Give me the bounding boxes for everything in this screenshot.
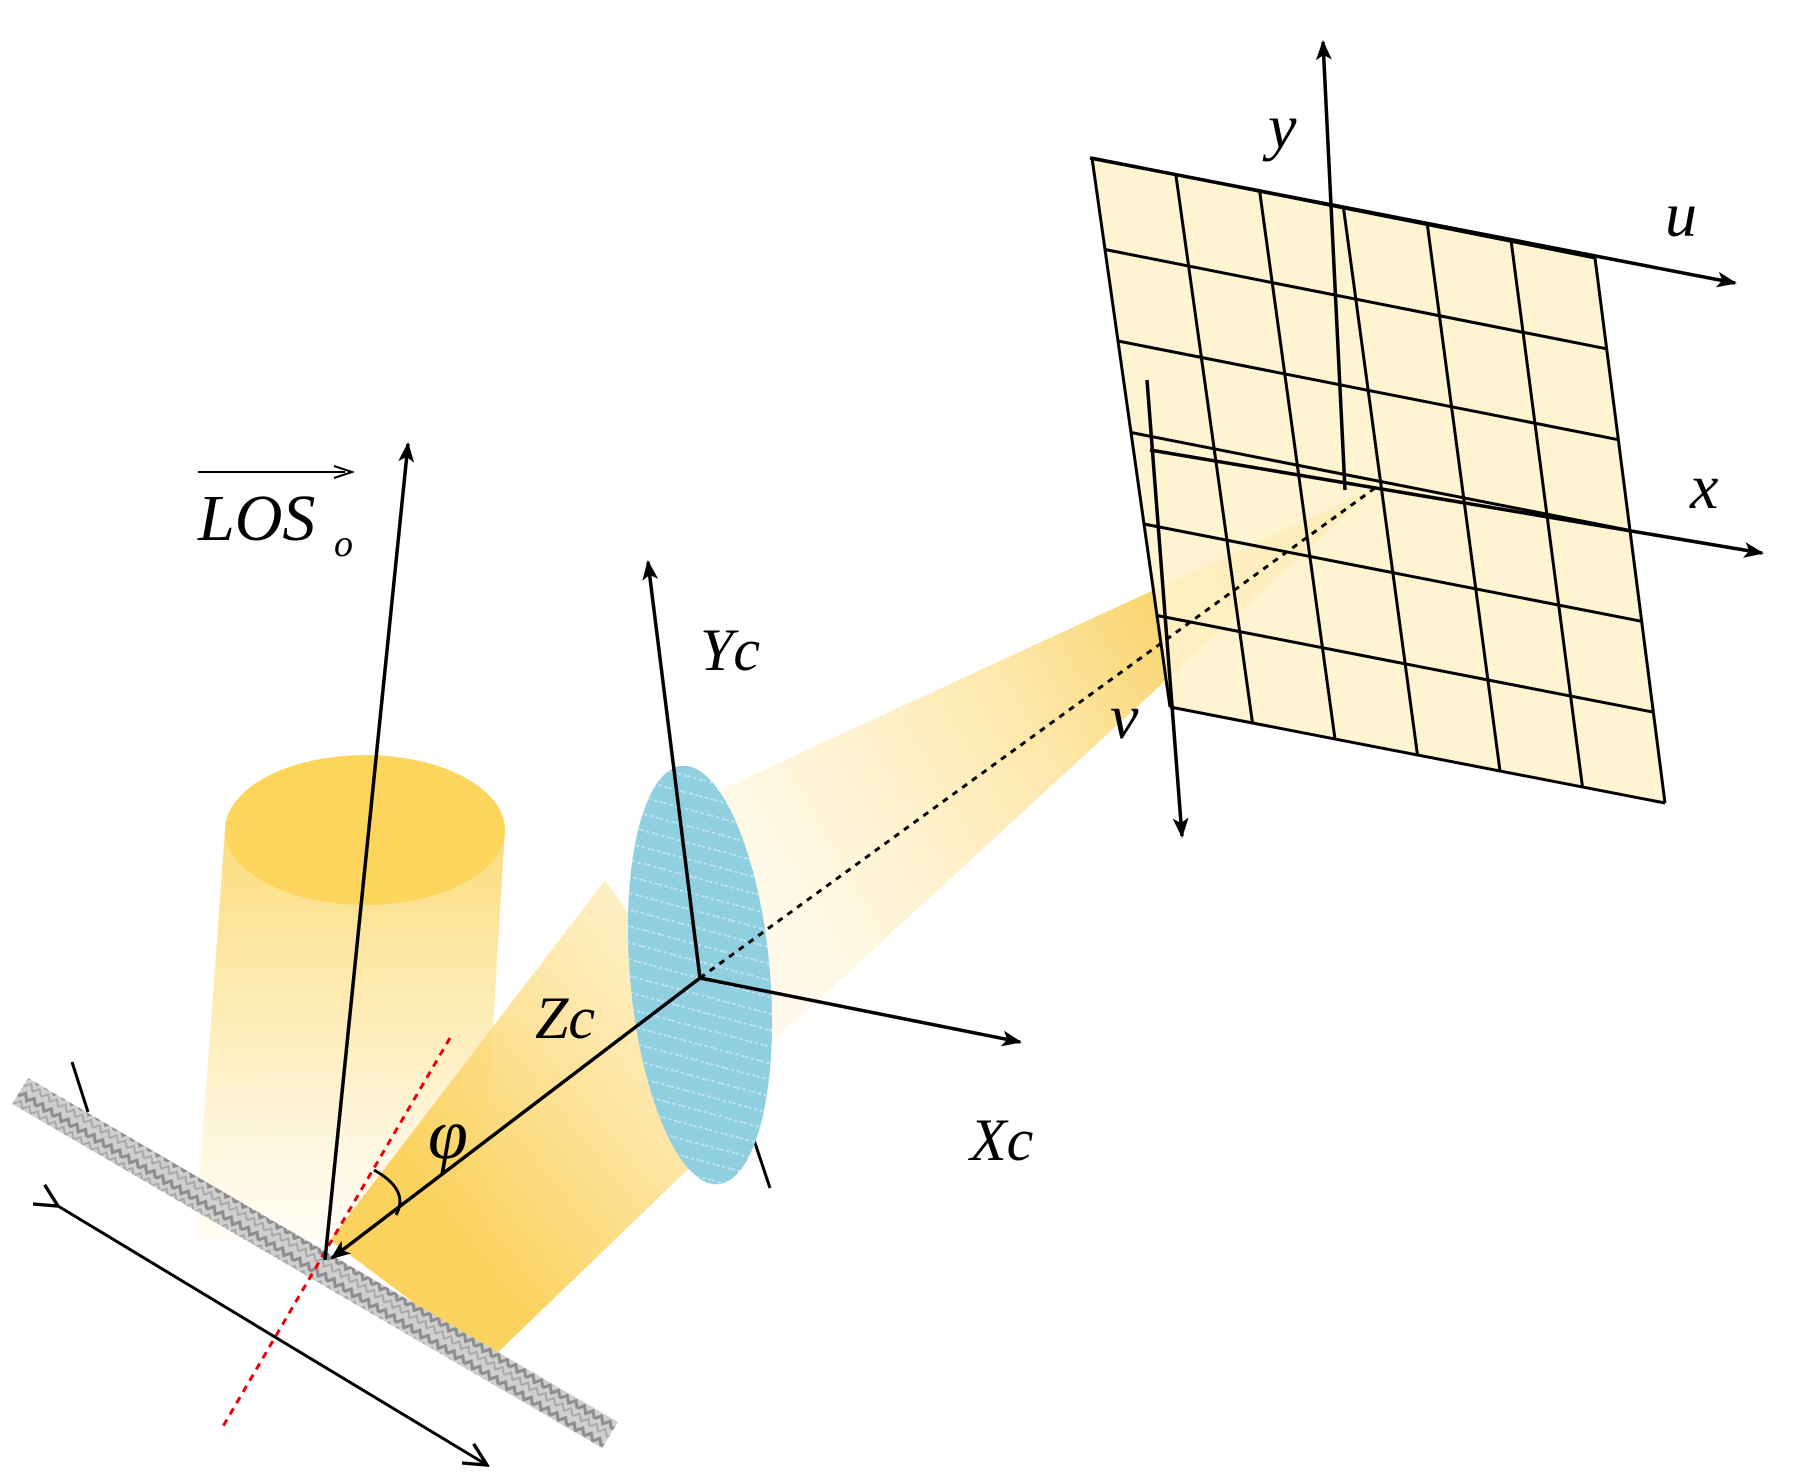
zc-label: Zc <box>535 985 595 1051</box>
sensor-grid-row-line <box>1104 248 1607 351</box>
los-arrow <box>323 442 415 1261</box>
image-y-arrow <box>1315 40 1347 491</box>
image-y-label: y <box>1262 91 1297 162</box>
los-vector-bar-head <box>333 465 356 479</box>
sensor-grid-row-line <box>1169 705 1666 805</box>
sensor-grid-row-line <box>1143 522 1642 623</box>
sensor-grid-row-line <box>1117 339 1619 442</box>
xc-label: Xc <box>968 1107 1033 1173</box>
scan-direction-arrow <box>58 1206 487 1465</box>
image-sensor-grid <box>1090 156 1667 805</box>
xc-arrow <box>699 976 1022 1047</box>
sensor-grid-row-line <box>1130 431 1631 532</box>
image-x-label: x <box>1689 451 1718 522</box>
image-u-label: u <box>1665 179 1697 250</box>
image-x-arrow <box>1149 448 1764 558</box>
los-subscript: o <box>334 523 353 565</box>
image-v-arrow <box>1145 379 1189 838</box>
image-v-label: v <box>1110 681 1139 752</box>
yc-label: Yc <box>700 617 760 683</box>
yc-arrow <box>642 560 702 979</box>
los-label: LOS <box>197 482 315 555</box>
angle-label: φ <box>428 1094 468 1174</box>
image-u-arrow <box>1089 156 1737 288</box>
sensor-grid-row-line <box>1156 614 1654 714</box>
